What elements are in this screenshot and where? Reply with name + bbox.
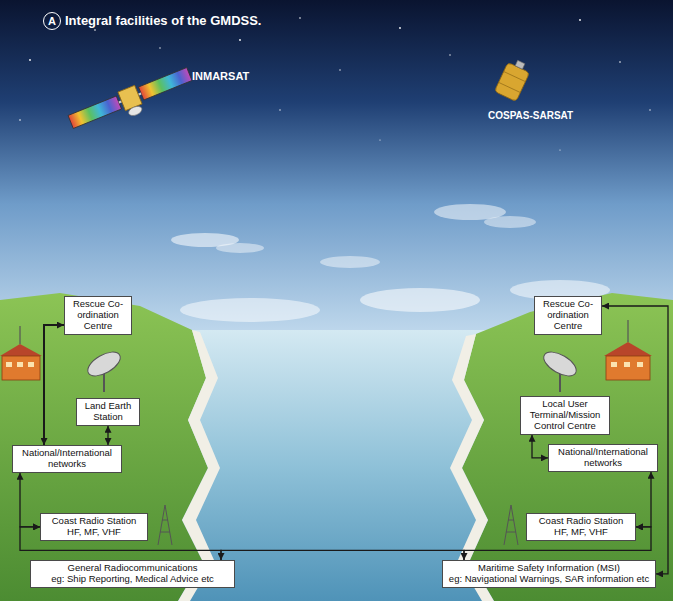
cospas-sarsat-satellite [504,71,526,81]
satellite-dish [84,347,124,392]
box-text: eg: Navigational Warnings, SAR informati… [447,574,651,585]
rescue-centre-building [19,326,20,344]
inmarsat-satellite [67,65,196,139]
sea [0,330,673,601]
service-box: General Radiocommunicationseg: Ship Repo… [30,560,235,588]
box-text: eg: Ship Reporting, Medical Advice etc [35,574,230,585]
rescue-centre-box: Rescue Co-ordination Centre [64,296,132,335]
box-text: General Radiocommunications [35,563,230,574]
clouds [484,216,536,228]
stars [619,61,621,63]
stars [299,17,301,19]
sky [0,0,673,340]
earth-station-box: Land Earth Station [76,398,140,426]
box-text: Maritime Safety Information (MSI) [447,563,651,574]
cospas-sarsat-satellite [499,82,521,92]
clouds [320,256,380,268]
right-coast [450,293,673,601]
stars [19,17,651,150]
sea [0,330,673,601]
link-line [221,550,464,560]
satellite-dish [84,347,124,381]
service-box: Maritime Safety Information (MSI)eg: Nav… [442,560,656,588]
stars [279,109,280,110]
stars [19,119,21,121]
radio-mast [504,505,518,545]
inmarsat-satellite [127,105,143,118]
stars [449,54,450,55]
left-coast [0,293,208,601]
box-text: Land Earth Station [81,401,135,423]
rescue-centre-building [6,362,12,367]
rescue-centre-building [624,362,630,367]
link-line [107,426,108,445]
cospas-sarsat-satellite [515,60,525,69]
link-line [636,472,651,527]
clouds [180,298,320,322]
rescue-centre-building [611,362,617,367]
box-text: Coast Radio Station HF, MF, VHF [45,516,143,538]
rescue-centre-building [0,344,42,356]
stars [649,109,650,110]
rescue-centre-building [28,362,34,367]
section-letter: A [43,12,61,30]
radio-mast [158,505,172,545]
cospas-sarsat-satellite [494,57,532,102]
sky [0,0,673,340]
radio-mast [158,505,172,545]
box-text: National/International networks [17,448,117,470]
coast-station-box: Coast Radio Station HF, MF, VHF [526,513,636,541]
right-coast [462,293,673,601]
satellite-dish [559,372,561,392]
satellite-label: COSPAS-SARSAT [488,110,573,121]
stars [159,47,160,48]
box-text: Rescue Co-ordination Centre [539,299,597,332]
inmarsat-satellite [68,96,121,128]
network-box: National/International networks [12,445,122,473]
box-text: Local User Terminal/Mission Control Cent… [525,399,605,432]
rescue-centre-box: Rescue Co-ordination Centre [534,296,602,335]
rescue-centre-building [0,326,42,380]
satellite-dish [103,372,105,392]
stars [379,139,380,140]
link-line [532,435,548,458]
left-coast [0,293,220,601]
rescue-centre-building [604,342,652,356]
stars [399,27,401,29]
satellite-dish [540,347,580,381]
satellite-dish [540,347,580,392]
link-line [44,325,64,445]
stars [559,149,560,150]
clouds [360,288,480,312]
rescue-centre-building [604,320,652,380]
radio-mast [160,532,170,533]
radio-mast [504,505,518,545]
satellite-label: INMARSAT [192,70,249,82]
box-text: Coast Radio Station HF, MF, VHF [531,516,631,538]
rescue-centre-building [637,362,643,367]
stars [579,19,581,21]
stars [239,39,241,41]
rescue-centre-building [2,356,40,380]
clouds [216,243,264,253]
mission-control-box: Local User Terminal/Mission Control Cent… [520,396,610,435]
radio-mast [162,520,168,521]
stars [339,69,340,70]
rescue-centre-building [17,362,23,367]
box-text: National/International networks [553,447,653,469]
stars [29,59,31,61]
cospas-sarsat-satellite [494,62,529,101]
network-box: National/International networks [548,444,658,472]
radio-mast [508,520,514,521]
link-line [20,473,40,527]
inmarsat-satellite [139,68,192,100]
stars [94,29,96,31]
rescue-centre-building [606,356,650,380]
diagram-title: Integral facilities of the GMDSS. [65,13,261,28]
coast-station-box: Coast Radio Station HF, MF, VHF [40,513,148,541]
box-text: Rescue Co-ordination Centre [69,299,127,332]
radio-mast [506,532,516,533]
rescue-centre-building [627,320,628,342]
